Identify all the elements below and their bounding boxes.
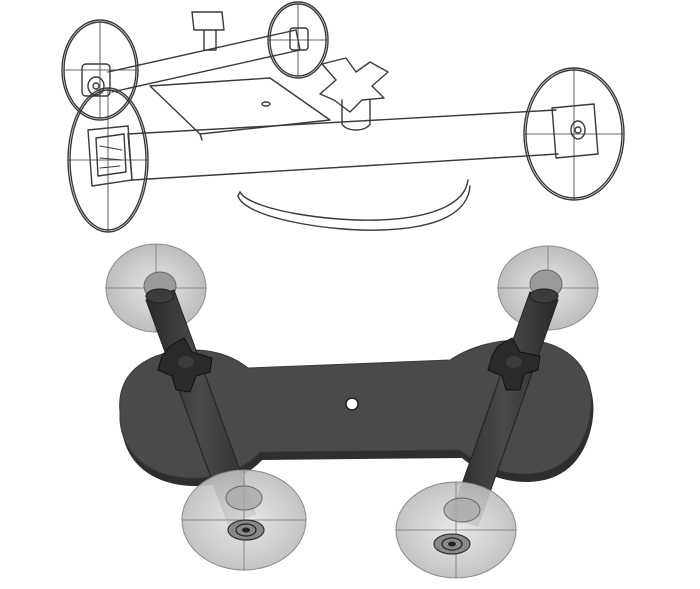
render-dolly bbox=[105, 243, 599, 579]
sketch-rod-front bbox=[127, 109, 559, 181]
sketch-wheel-front-right bbox=[523, 67, 625, 201]
render-wheel-front-right bbox=[395, 481, 517, 579]
sketch-plate bbox=[149, 77, 331, 141]
sketch-dolly bbox=[61, 1, 625, 233]
sketch-knob-front bbox=[319, 57, 389, 131]
sketch-base-disc bbox=[237, 179, 471, 231]
sketch-knob-back bbox=[191, 11, 225, 51]
sketch-wheel-back-left bbox=[61, 19, 139, 121]
render-wheel-front-left bbox=[181, 469, 307, 571]
render-knob-right bbox=[487, 337, 541, 391]
sketch-rod-back bbox=[107, 29, 301, 93]
sketch-wheel-front-left bbox=[67, 87, 149, 233]
render-knob-left bbox=[157, 337, 213, 393]
render-wheel-back-right bbox=[497, 245, 599, 331]
